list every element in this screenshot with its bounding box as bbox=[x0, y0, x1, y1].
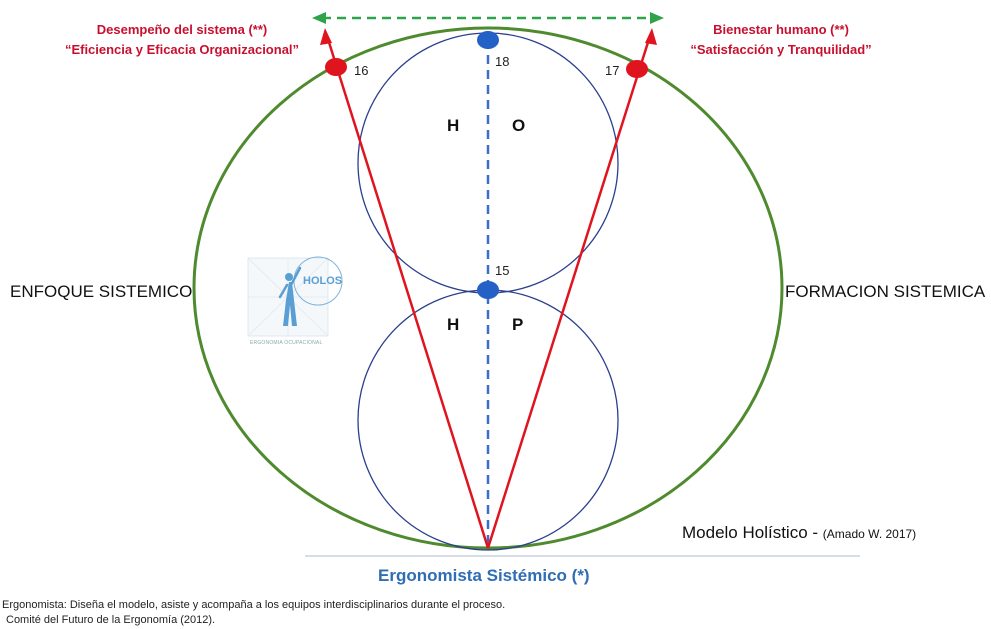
ergonomista-label: Ergonomista Sistémico (*) bbox=[378, 566, 590, 585]
green-arrowhead-left bbox=[312, 12, 326, 24]
lower-right-letter: P bbox=[512, 315, 524, 334]
point-17-label: 17 bbox=[605, 63, 620, 78]
footnote-line2: Comité del Futuro de la Ergonomía (2012)… bbox=[6, 614, 216, 626]
left-side-label: ENFOQUE SISTEMICO bbox=[10, 282, 193, 301]
point-16-label: 16 bbox=[354, 63, 369, 78]
holos-logo-icon bbox=[247, 256, 343, 337]
model-citation: (Amado W. 2017) bbox=[822, 527, 917, 541]
logo-subtitle: ERGONOMIA OCUPACIONAL bbox=[250, 340, 323, 346]
left-title-line2: “Eficiencia y Eficacia Organizacional” bbox=[64, 42, 300, 57]
red-arrowhead-left bbox=[320, 28, 332, 45]
point-16-marker bbox=[325, 58, 347, 76]
point-18-label: 18 bbox=[495, 54, 510, 69]
upper-left-letter: H bbox=[447, 116, 460, 135]
lower-left-letter: H bbox=[447, 315, 460, 334]
red-arrowhead-right bbox=[645, 28, 657, 45]
point-15-marker bbox=[477, 281, 499, 299]
point-17-marker bbox=[626, 60, 648, 78]
upper-right-letter: O bbox=[512, 116, 526, 135]
left-title-line1: Desempeño del sistema (**) bbox=[96, 22, 268, 37]
model-label: Modelo Holístico - (Amado W. 2017) bbox=[682, 523, 916, 543]
point-18-marker bbox=[477, 31, 499, 49]
point-15-label: 15 bbox=[495, 263, 510, 278]
right-title-line2: “Satisfacción y Tranquilidad” bbox=[690, 42, 872, 57]
right-title-line1: Bienestar humano (**) bbox=[713, 22, 849, 37]
model-title: Modelo Holístico - bbox=[682, 523, 819, 542]
red-line-left bbox=[325, 35, 490, 549]
logo-name: HOLOS bbox=[303, 275, 343, 287]
footnote-line1: Ergonomista: Diseña el modelo, asiste y … bbox=[2, 599, 506, 611]
green-arrowhead-right bbox=[650, 12, 664, 24]
red-line-right bbox=[486, 35, 652, 549]
right-side-label: FORMACION SISTEMICA bbox=[785, 282, 986, 301]
